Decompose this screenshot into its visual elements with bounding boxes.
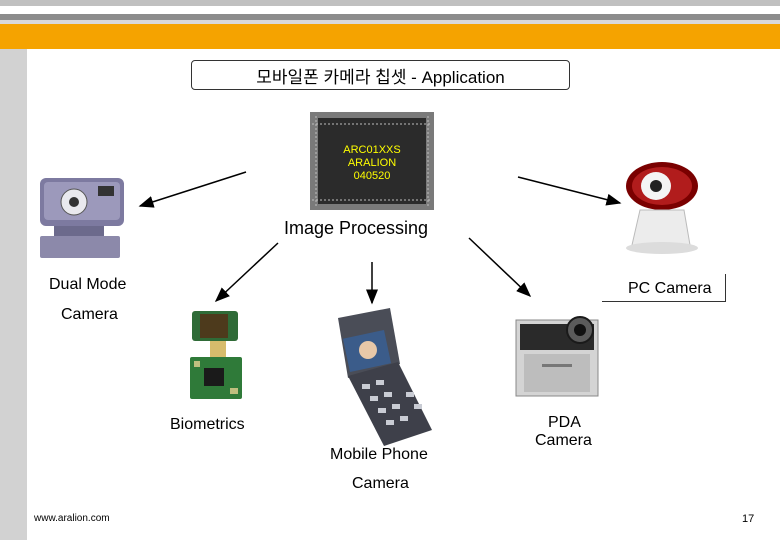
- pc-camera-image: [626, 162, 698, 254]
- top-band-dark: [0, 14, 780, 20]
- top-band-light: [0, 20, 780, 24]
- slide-title: 모바일폰 카메라 칩셋 - Application: [256, 67, 505, 87]
- left-side-bar: [0, 49, 27, 540]
- dual-mode-camera-image: [40, 178, 124, 258]
- arrow-to-pda: [468, 237, 532, 298]
- mobile-phone-image: [338, 308, 432, 446]
- arrow-to-biometrics: [214, 242, 279, 303]
- biometrics-module-image: [190, 311, 242, 399]
- page-number: 17: [742, 513, 755, 525]
- chip-text-1: ARC01XXS: [343, 144, 400, 156]
- arrow-to-pc-camera: [517, 176, 622, 206]
- pc-camera-label: PC Camera: [628, 280, 712, 297]
- chip-image: ARC01XXS ARALION 040520: [310, 112, 434, 210]
- pda-camera-image: [515, 316, 599, 397]
- pda-camera-label: Camera: [535, 432, 592, 449]
- pc-camera-label-box: [602, 274, 726, 302]
- chip-text-2: ARALION: [348, 157, 396, 169]
- biometrics-label: Biometrics: [170, 416, 245, 433]
- pda-label: PDA: [548, 414, 581, 431]
- dual-mode-camera-label: Camera: [61, 306, 118, 323]
- footer-url: www.aralion.com: [34, 513, 110, 524]
- mobile-camera-label: Camera: [352, 475, 409, 492]
- image-processing-label: Image Processing: [284, 218, 429, 238]
- chip-text-3: 040520: [354, 170, 391, 182]
- top-band-orange: [0, 24, 780, 49]
- mobile-phone-label: Mobile Phone: [330, 446, 428, 463]
- top-band-gray: [0, 0, 780, 6]
- arrow-to-dual-mode: [138, 171, 247, 208]
- dual-mode-label: Dual Mode: [49, 276, 127, 293]
- slide-title-box: 모바일폰 카메라 칩셋 - Application: [191, 60, 570, 90]
